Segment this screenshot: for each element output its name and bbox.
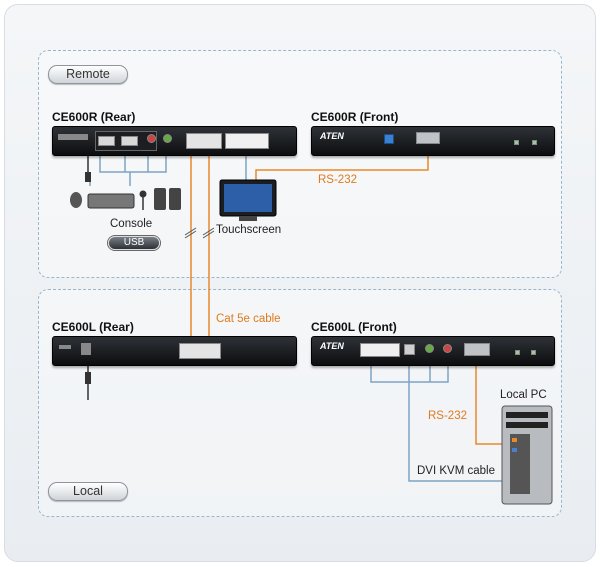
ce600r-front-title: CE600R (Front) xyxy=(311,110,399,124)
rs232-remote-cable xyxy=(255,152,429,182)
keyboard-icon xyxy=(87,193,135,209)
local-pc-icon xyxy=(501,405,553,505)
ce600r-rear-title: CE600R (Rear) xyxy=(52,110,136,124)
ce600l-rear-unit xyxy=(52,336,297,366)
cable-break-mark xyxy=(184,227,197,236)
cable-break-mark xyxy=(202,227,215,236)
aten-logo: ATEN xyxy=(320,341,344,351)
touchscreen-monitor-icon xyxy=(219,179,277,221)
console-peripherals xyxy=(70,188,181,210)
local-zone xyxy=(38,289,562,517)
diagram-frame xyxy=(4,4,596,562)
mouse-icon xyxy=(70,192,82,208)
speaker-icon xyxy=(154,188,166,210)
local-pc-label: Local PC xyxy=(500,389,547,401)
ce600l-front-title: CE600L (Front) xyxy=(311,320,397,334)
ce600l-front-unit: ATEN xyxy=(311,336,555,366)
cable-break-mark xyxy=(202,230,215,239)
rs232-remote-label: RS-232 xyxy=(318,174,357,186)
speaker-icon xyxy=(169,188,181,210)
ce600l-rear-title: CE600L (Rear) xyxy=(52,320,134,334)
ce600r-rear-unit xyxy=(52,126,297,156)
rs232-local-label: RS-232 xyxy=(428,410,467,422)
remote-zone-label: Remote xyxy=(48,65,128,84)
dvi-kvm-cable xyxy=(408,382,502,482)
cat5e-label: Cat 5e cable xyxy=(216,313,281,325)
aten-logo: ATEN xyxy=(320,131,344,141)
rs232-local-cable xyxy=(475,366,508,445)
console-label: Console xyxy=(110,218,153,230)
cable-break-mark xyxy=(184,230,197,239)
dvi-kvm-label: DVI KVM cable xyxy=(417,465,495,477)
usb-badge: USB xyxy=(108,236,160,250)
console-cable-bracket xyxy=(99,150,167,173)
local-zone-label: Local xyxy=(48,482,128,501)
ce600r-front-unit: ATEN xyxy=(311,126,555,156)
touchscreen-label: Touchscreen xyxy=(216,224,282,236)
